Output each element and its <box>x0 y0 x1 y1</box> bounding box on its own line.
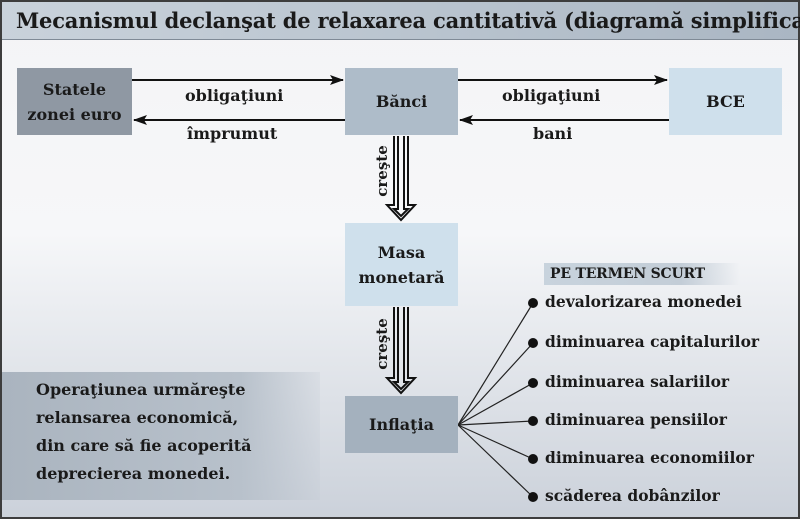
node-statele-zonei-euro: Statele zonei euro <box>17 68 132 135</box>
edge-label-bce-to-banci: bani <box>533 124 573 143</box>
bullet-dot <box>528 492 538 502</box>
node-inflatia: Inflaţia <box>345 396 458 453</box>
note-line: deprecierea monedei. <box>36 464 231 483</box>
node-masa-line2: monetară <box>358 267 445 287</box>
node-bce-label: BCE <box>706 92 745 111</box>
node-banci: Bănci <box>345 68 458 135</box>
edge-label-banci-to-bce: obligaţiuni <box>502 86 601 105</box>
node-masa-line1: Masa <box>377 242 426 262</box>
bullet-dot <box>528 454 538 464</box>
effect-item: diminuarea pensiilor <box>545 410 727 429</box>
double-arrow-banci-to-masa <box>384 136 418 222</box>
node-masa-monetara: Masa monetară <box>345 223 458 306</box>
effect-item: diminuarea capitalurilor <box>545 332 760 351</box>
effect-item: scăderea dobânzilor <box>545 486 720 505</box>
edge-label-masa-to-inflatia: creşte <box>372 318 391 370</box>
node-banci-label: Bănci <box>375 92 428 111</box>
edge-label-banci-to-statele: împrumut <box>187 124 278 143</box>
double-arrow-masa-to-inflatia <box>384 307 418 395</box>
bullet-dot <box>528 416 538 426</box>
effect-item: diminuarea economiilor <box>545 448 754 467</box>
node-statele-line1: Statele <box>42 79 107 99</box>
note-line: din care să fie acoperită <box>36 436 252 455</box>
node-statele-line2: zonei euro <box>27 104 122 124</box>
note-line: relansarea economică, <box>36 408 239 427</box>
edge-label-banci-to-masa: creşte <box>372 145 391 197</box>
bullet-dot <box>528 338 538 348</box>
short-term-heading: PE TERMEN SCURT <box>544 263 740 285</box>
node-bce: BCE <box>669 68 782 135</box>
effect-bullets <box>528 298 538 502</box>
page-title: Mecanismul declanşat de relaxarea cantit… <box>16 8 800 33</box>
node-inflatia-label: Inflaţia <box>369 415 434 434</box>
edge-label-statele-to-banci: obligaţiuni <box>185 86 284 105</box>
bullet-dot <box>528 378 538 388</box>
title-bar: Mecanismul declanşat de relaxarea cantit… <box>2 2 800 40</box>
note-box: Operaţiunea urmăreşte relansarea economi… <box>2 372 320 500</box>
bullet-dot <box>528 298 538 308</box>
effect-item: diminuarea salariilor <box>545 372 730 391</box>
effect-connectors <box>457 302 534 498</box>
effect-item: devalorizarea monedei <box>545 292 742 311</box>
note-line: Operaţiunea urmăreşte <box>36 380 246 399</box>
